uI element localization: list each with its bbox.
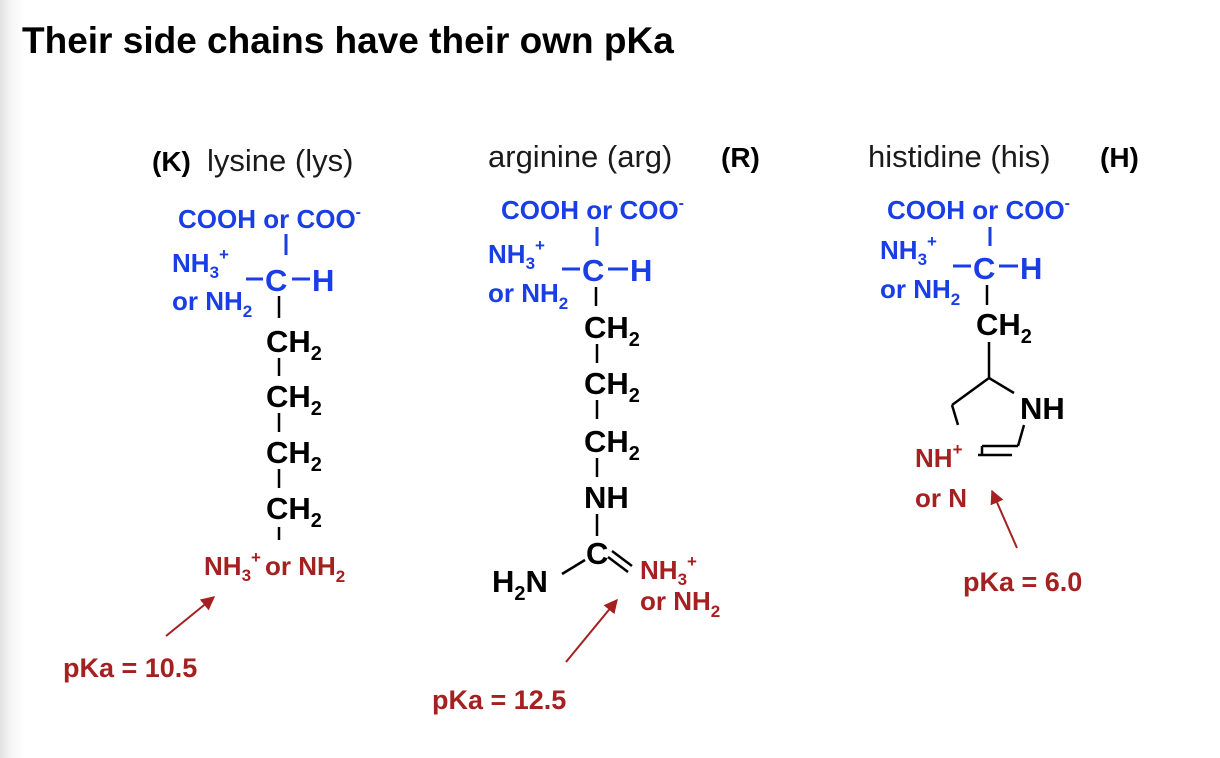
histidine-ring-nh: NH <box>1020 391 1065 426</box>
lysine-ornh2: or NH2 <box>172 286 252 321</box>
lysine-ch2-4: CH2 <box>266 491 322 532</box>
histidine-name: histidine (his) <box>868 139 1051 174</box>
arginine-bond-h2n <box>561 558 586 576</box>
lysine-pka: pKa = 10.5 <box>63 653 197 683</box>
histidine-ring-bond-a <box>988 376 1015 395</box>
lysine-cooh: COOH or COO- <box>178 204 361 234</box>
histidine-ornh2: or NH2 <box>880 274 960 309</box>
arginine-pka-arrow <box>565 598 618 663</box>
lysine-name: lysine (lys) <box>207 143 353 178</box>
arginine-cooh: COOH or COO- <box>501 195 684 225</box>
arginine-ch2-3: CH2 <box>584 424 640 465</box>
arginine-nh3: NH3+ <box>488 236 545 273</box>
histidine-orn: or N <box>915 483 967 513</box>
histidine-letter: (H) <box>1100 142 1139 173</box>
lysine-nh3: NH3+ <box>172 245 229 282</box>
arginine-alpha-h: H <box>630 253 652 288</box>
arginine-alpha-c: C <box>582 253 604 288</box>
page-title: Their side chains have their own pKa <box>22 20 674 61</box>
arginine-letter: (R) <box>721 142 760 173</box>
lysine-alpha-c: C <box>265 263 287 298</box>
arginine-ch2-2: CH2 <box>584 366 640 407</box>
arginine-nh: NH <box>584 480 629 515</box>
arginine-guanidino-c: C <box>586 536 608 571</box>
arginine-pka: pKa = 12.5 <box>432 685 566 715</box>
histidine-cooh: COOH or COO- <box>887 195 1070 225</box>
lysine-letter: (K) <box>152 146 191 177</box>
lysine-alpha-h: H <box>312 263 334 298</box>
lysine-ch2-2: CH2 <box>266 379 322 420</box>
arginine-bond-double-1 <box>607 556 629 573</box>
arginine-ch2-1: CH2 <box>584 310 640 351</box>
lysine-structure: (K) lysine (lys) COOH or COO- NH3+ C H o… <box>63 143 361 683</box>
lysine-ch2-3: CH2 <box>266 435 322 476</box>
histidine-pka-arrow <box>990 489 1018 549</box>
arginine-ornh2: or NH2 <box>488 278 568 313</box>
histidine-alpha-c: C <box>973 251 995 286</box>
histidine-ring-bond-d <box>1016 424 1026 447</box>
histidine-nh3: NH3+ <box>880 232 937 269</box>
arginine-h2n: H2N <box>492 564 548 605</box>
histidine-ch2: CH2 <box>976 307 1032 348</box>
histidine-pka: pKa = 6.0 <box>963 567 1082 597</box>
lysine-side-amine: NH3+or NH2 <box>204 548 345 586</box>
histidine-structure: histidine (his) (H) COOH or COO- NH3+ C … <box>868 139 1139 597</box>
lysine-ch2-1: CH2 <box>266 324 322 365</box>
histidine-alpha-h: H <box>1020 251 1042 286</box>
histidine-nhplus: NH+ <box>915 440 963 473</box>
arginine-structure: arginine (arg) (R) COOH or COO- NH3+ C H… <box>432 139 760 715</box>
arginine-side-ornh2: or NH2 <box>640 586 720 621</box>
arginine-side-nh3: NH3+ <box>640 552 697 589</box>
lysine-pka-arrow <box>165 596 216 637</box>
histidine-ring-bond-b <box>951 376 990 407</box>
arginine-bond-double-2 <box>611 550 633 567</box>
arginine-name: arginine (arg) <box>488 139 672 174</box>
histidine-ring-bond-c <box>950 404 960 426</box>
